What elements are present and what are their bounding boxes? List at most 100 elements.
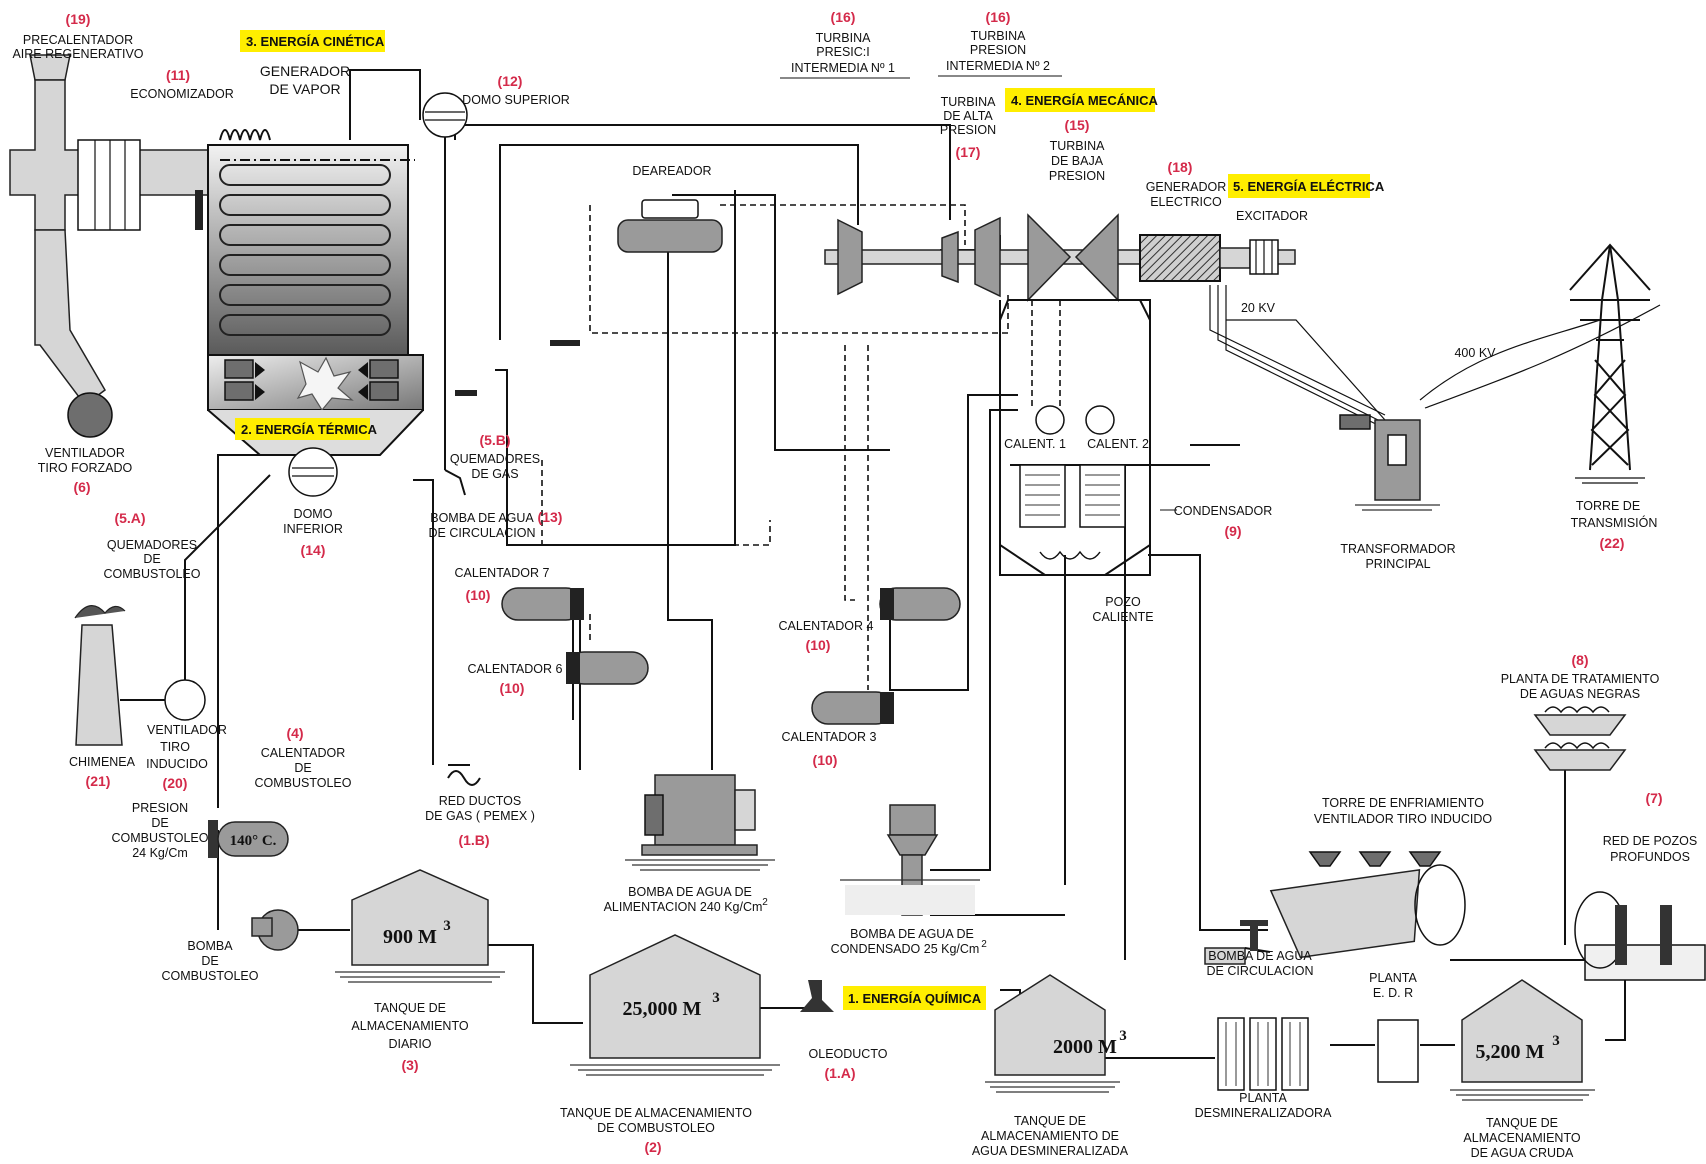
- components-bomba-combustoleo-label-0-text: BOMBA: [187, 939, 233, 953]
- components-presion-combustoleo-label-0-text: PRESION: [132, 801, 188, 815]
- components-turbina-intermedia-1-label-0-text: TURBINA: [816, 31, 872, 45]
- heater-6: [566, 652, 648, 684]
- components-torre-enfriamiento-label-0-text: TORRE DE ENFRIAMIENTO: [1322, 796, 1484, 810]
- components-calentador4-label-0-text: CALENTADOR 4: [779, 619, 874, 633]
- components-tanque-desmin-exp-text: 3: [1119, 1028, 1127, 1044]
- components-transformador-v400-text: 400 KV: [1454, 346, 1496, 360]
- components-ventilador-inducido-num-text: (20): [163, 775, 188, 791]
- hot-well: [1040, 552, 1100, 559]
- components-domo-inferior-label-0-text: DOMO: [294, 507, 333, 521]
- demineralized-water-tank: [985, 975, 1120, 1092]
- components-generador-electrico-label-0-text: GENERADOR: [1146, 180, 1227, 194]
- oleoducto-valve: [800, 980, 834, 1012]
- components-calent1-label-0-text: CALENT. 1: [1004, 437, 1066, 451]
- components-bomba-circulacion-label-0-text: BOMBA DE AGUA: [1208, 949, 1312, 963]
- components-tanque-diario-label-2-text: DIARIO: [388, 1037, 431, 1051]
- components-quemadores-combustoleo-label-1-text: DE: [143, 552, 160, 566]
- components-tanque-combustoleo-label-1-text: DE COMBUSTOLEO: [597, 1121, 715, 1135]
- components-transformador-label-0-text: TRANSFORMADOR: [1340, 542, 1455, 556]
- components-tanque-cruda-label-0-text: TANQUE DE: [1486, 1116, 1558, 1130]
- sewage-treatment-plant: [1535, 707, 1625, 770]
- components-planta-negras-label-1-text: DE AGUAS NEGRAS: [1520, 687, 1640, 701]
- components-bomba-circulacion-caldera-label-1-text: DE CIRCULACION: [429, 526, 536, 540]
- components-calentador7-label-0-text: CALENTADOR 7: [455, 566, 550, 580]
- components-tanque-combustoleo-capacity-text: 25,000 M: [623, 998, 702, 1020]
- components-turbina-baja-num-text: (15): [1065, 117, 1090, 133]
- components-precalentador-label-1-text: AIRE REGENERATIVO: [12, 47, 143, 61]
- components-turbina-alta-label-2-text: PRESION: [940, 123, 996, 137]
- components-bomba-circulacion-caldera-num-text: (13): [538, 509, 563, 525]
- components-tanque-diario-capacity-text: 900 M: [383, 926, 437, 948]
- components-tanque-cruda-label-2-text: DE AGUA CRUDA: [1471, 1146, 1574, 1160]
- components-bomba-combustoleo-label-2-text: COMBUSTOLEO: [161, 969, 258, 983]
- components-calentador-combustoleo-num-text: (4): [286, 725, 303, 741]
- components-tanque-cruda-exp-text: 3: [1552, 1033, 1560, 1049]
- induced-draft-fan: [165, 680, 205, 720]
- components-pozo-caliente-label-1-text: CALIENTE: [1092, 610, 1153, 624]
- demineralizer-plant: [1218, 1018, 1308, 1090]
- components-bomba-alimentacion-label-0-text: BOMBA DE AGUA DE: [628, 885, 752, 899]
- lower-drum: [289, 448, 337, 496]
- intermediate-turbine-1: [838, 220, 862, 294]
- components-tanque-combustoleo-label-0-text: TANQUE DE ALMACENAMIENTO: [560, 1106, 752, 1120]
- components-chimenea-label-0-text: CHIMENEA: [69, 755, 136, 769]
- transmission-tower: [1570, 245, 1650, 483]
- components-red-pozos-num-text: (7): [1645, 790, 1662, 806]
- components-quemadores-combustoleo-label-0-text: QUEMADORES: [107, 538, 197, 552]
- components-turbina-intermedia-1-label-2-text: INTERMEDIA Nº 1: [791, 61, 895, 75]
- main-transformer: [1340, 415, 1440, 510]
- deareator: [618, 200, 722, 252]
- edr-plant: [1378, 1020, 1418, 1082]
- upper-drum: [423, 93, 467, 137]
- components-ventilador-forzado-label-0-text: VENTILADOR: [45, 446, 125, 460]
- components-bomba-condensado-exp-text: 2: [981, 939, 987, 950]
- components-condensador-label-0-text: CONDENSADOR: [1174, 504, 1273, 518]
- components-calentador7-num-text: (10): [466, 587, 491, 603]
- heater-4: [880, 588, 960, 620]
- components-red-gas-label-0-text: RED DUCTOS: [439, 794, 521, 808]
- air-preheater: [10, 55, 230, 437]
- components-calentador-combustoleo-temp-text: 140° C.: [230, 833, 277, 849]
- components-excitador-label-0-text: EXCITADOR: [1236, 209, 1308, 223]
- energy-thermal: 2. ENERGÍA TÉRMICA: [241, 422, 378, 437]
- components-calentador6-label-0-text: CALENTADOR 6: [468, 662, 563, 676]
- components-planta-edr-label-1-text: E. D. R: [1373, 986, 1413, 1000]
- components-torre-enfriamiento-label-1-text: VENTILADOR TIRO INDUCIDO: [1314, 812, 1493, 826]
- components-calentador-combustoleo-label-0-text: CALENTADOR: [261, 746, 346, 760]
- components-ventilador-forzado-num-text: (6): [73, 479, 90, 495]
- components-turbina-intermedia-2-label-2-text: INTERMEDIA Nº 2: [946, 59, 1050, 73]
- components-turbina-alta-num-text: (17): [956, 144, 981, 160]
- components-tanque-diario-exp-text: 3: [443, 918, 451, 934]
- components-tanque-desmin-label-1-text: ALMACENAMIENTO DE: [981, 1129, 1119, 1143]
- heater-7: [502, 588, 584, 620]
- components-tanque-diario-label-0-text: TANQUE DE: [374, 1001, 446, 1015]
- components-turbina-baja-label-1-text: DE BAJA: [1051, 154, 1104, 168]
- components-tanque-combustoleo-exp-text: 3: [712, 990, 720, 1006]
- components-ventilador-inducido-label-0-text: VENTILADOR: [147, 723, 227, 737]
- components-pozo-caliente-label-0-text: POZO: [1105, 595, 1141, 609]
- exciter: [1250, 240, 1278, 274]
- raw-water-tank: [1450, 980, 1595, 1100]
- components-calent2-label-0-text: CALENT. 2: [1087, 437, 1149, 451]
- components-precalentador-label-0-text: PRECALENTADOR: [23, 33, 133, 47]
- chimney: [75, 606, 125, 745]
- components-deareador-label-0-text: DEAREADOR: [632, 164, 711, 178]
- components-chimenea-num-text: (21): [86, 773, 111, 789]
- components-planta-negras-num-text: (8): [1571, 652, 1588, 668]
- forced-draft-fan: [68, 393, 112, 437]
- components-turbina-baja-label-2-text: PRESION: [1049, 169, 1105, 183]
- components-ventilador-inducido-label-2-text: INDUCIDO: [146, 757, 208, 771]
- components-turbina-intermedia-2-label-0-text: TURBINA: [971, 29, 1027, 43]
- gas-network: [448, 771, 480, 785]
- components-torre-transmision-num-text: (22): [1600, 535, 1625, 551]
- feed-water-pump: [625, 775, 775, 870]
- components-generador-electrico-label-1-text: ELECTRICO: [1150, 195, 1222, 209]
- components-domo-superior-label-0-text: DOMO SUPERIOR: [462, 93, 570, 107]
- components-bomba-condensado-label-1-text: CONDENSADO 25 Kg/Cm: [831, 942, 980, 956]
- energy-mechanical: 4. ENERGÍA MECÁNICA: [1011, 93, 1158, 108]
- components-turbina-alta-label-1-text: DE ALTA: [943, 109, 993, 123]
- components-ventilador-inducido-label-1-text: TIRO: [160, 740, 190, 754]
- components-tanque-desmin-label-0-text: TANQUE DE: [1014, 1114, 1086, 1128]
- components-turbina-alta-label-0-text: TURBINA: [941, 95, 997, 109]
